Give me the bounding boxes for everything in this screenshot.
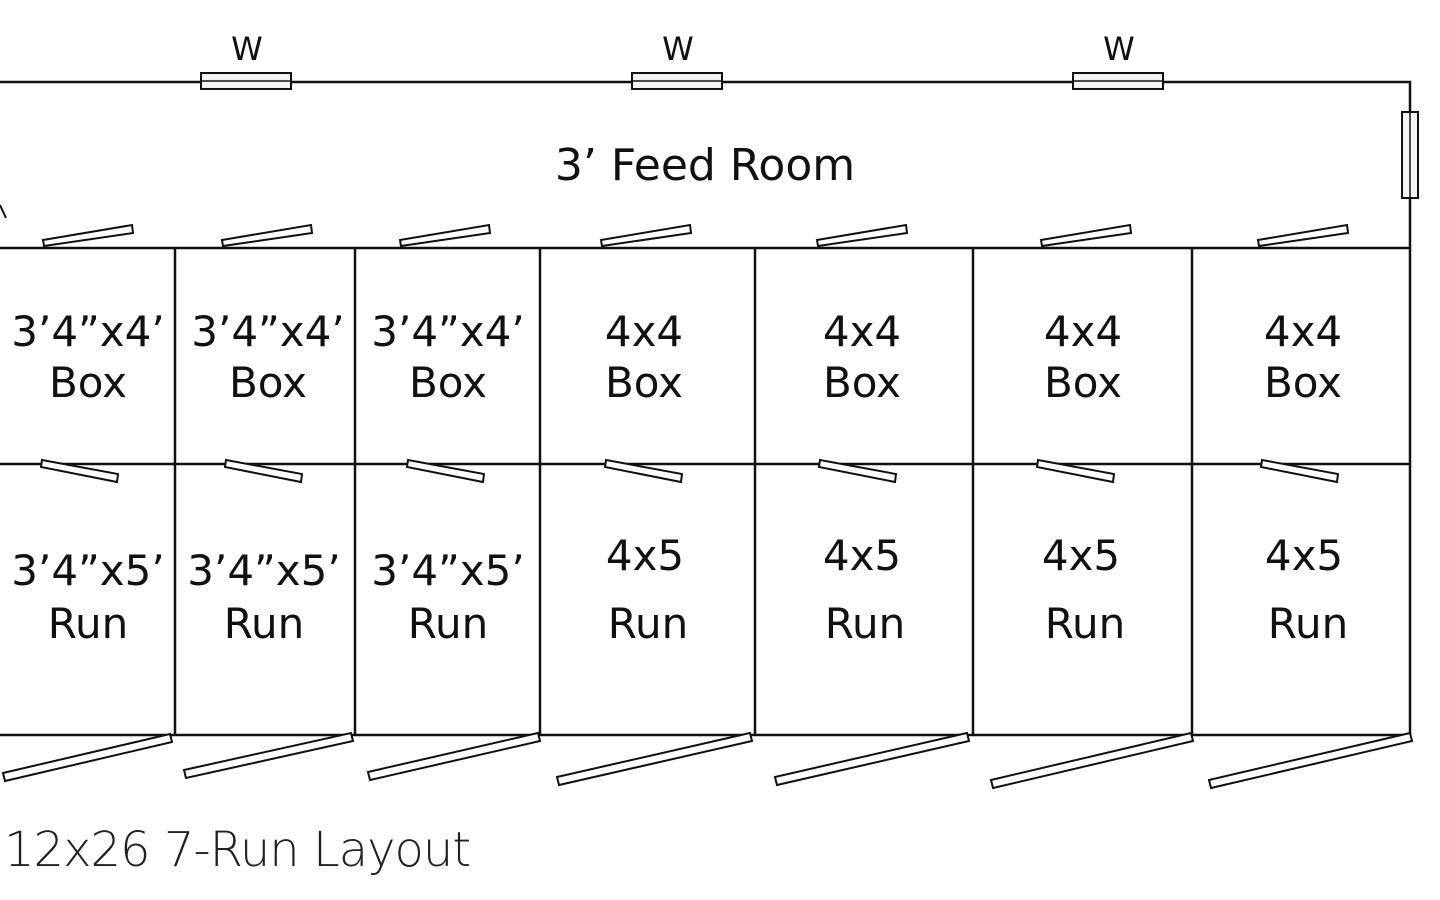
window-label: W <box>1432 139 1440 171</box>
run-size: 4x5 <box>823 531 901 580</box>
box-labels: 3’4”x4’ Box 3’4”x4’ Box 3’4”x4’ Box 4x4 … <box>11 307 1342 407</box>
box-doors <box>41 223 1350 248</box>
run-labels: 3’4”x5’ Run 3’4”x5’ Run 3’4”x5’ Run 4x5 … <box>11 531 1348 648</box>
box-size: 4x4 <box>605 307 683 356</box>
box-type: Box <box>229 358 307 407</box>
window-2: W <box>631 30 723 90</box>
box-size: 3’4”x4’ <box>11 307 164 356</box>
window-label: W <box>662 30 694 68</box>
run-size: 3’4”x5’ <box>371 546 524 595</box>
run-type: Run <box>1045 599 1126 648</box>
left-edge-arrow <box>0 204 7 219</box>
box-size: 3’4”x4’ <box>371 307 524 356</box>
window-label: W <box>231 30 263 68</box>
box-size: 3’4”x4’ <box>191 307 344 356</box>
window-3: W <box>1072 30 1164 90</box>
run-size: 3’4”x5’ <box>11 546 164 595</box>
run-doors <box>39 458 1340 484</box>
box-size: 4x4 <box>1264 307 1342 356</box>
divider-walls <box>173 248 1194 735</box>
run-size: 4x5 <box>1042 531 1120 580</box>
run-size: 4x5 <box>606 531 684 580</box>
box-size: 4x4 <box>823 307 901 356</box>
run-type: Run <box>1268 599 1349 648</box>
window-1: W <box>200 30 292 90</box>
box-type: Box <box>1044 358 1122 407</box>
run-type: Run <box>608 599 689 648</box>
box-size: 4x4 <box>1044 307 1122 356</box>
run-size: 3’4”x5’ <box>187 546 340 595</box>
outer-wall <box>0 80 1412 737</box>
box-type: Box <box>823 358 901 407</box>
run-type: Run <box>825 599 906 648</box>
run-gates <box>1 731 1414 790</box>
layout-title: 12x26 7-Run Layout <box>4 822 470 878</box>
feed-room-label: 3’ Feed Room <box>555 140 855 191</box>
run-type: Run <box>224 599 305 648</box>
run-size: 4x5 <box>1265 531 1343 580</box>
box-type: Box <box>605 358 683 407</box>
run-type: Run <box>48 599 129 648</box>
box-type: Box <box>1264 358 1342 407</box>
run-type: Run <box>408 599 489 648</box>
box-type: Box <box>409 358 487 407</box>
box-type: Box <box>49 358 127 407</box>
window-label: W <box>1103 30 1135 68</box>
window-4: W <box>1401 111 1440 199</box>
